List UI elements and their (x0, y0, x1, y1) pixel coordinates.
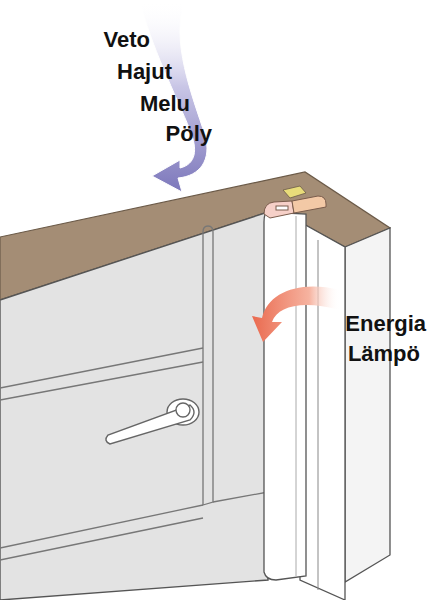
seal-strip (264, 212, 306, 580)
draft-arrow (140, 0, 207, 192)
frame-top-edge (283, 186, 306, 198)
label-text: Veto (104, 28, 150, 52)
seal-profile (264, 196, 326, 218)
seal-strip-edge (296, 216, 297, 576)
door-face (0, 212, 268, 600)
frame-side-outer (345, 228, 390, 582)
frame-side-inner (300, 222, 345, 600)
label-text: Pöly (166, 122, 212, 146)
heat-arrow (252, 286, 340, 342)
label-text: Energia (345, 312, 426, 336)
label-text: Melu (140, 92, 190, 116)
label-text: Lämpö (348, 342, 420, 366)
door-molding (0, 226, 268, 560)
label-text: Hajut (117, 60, 172, 84)
door-handle (106, 399, 199, 444)
